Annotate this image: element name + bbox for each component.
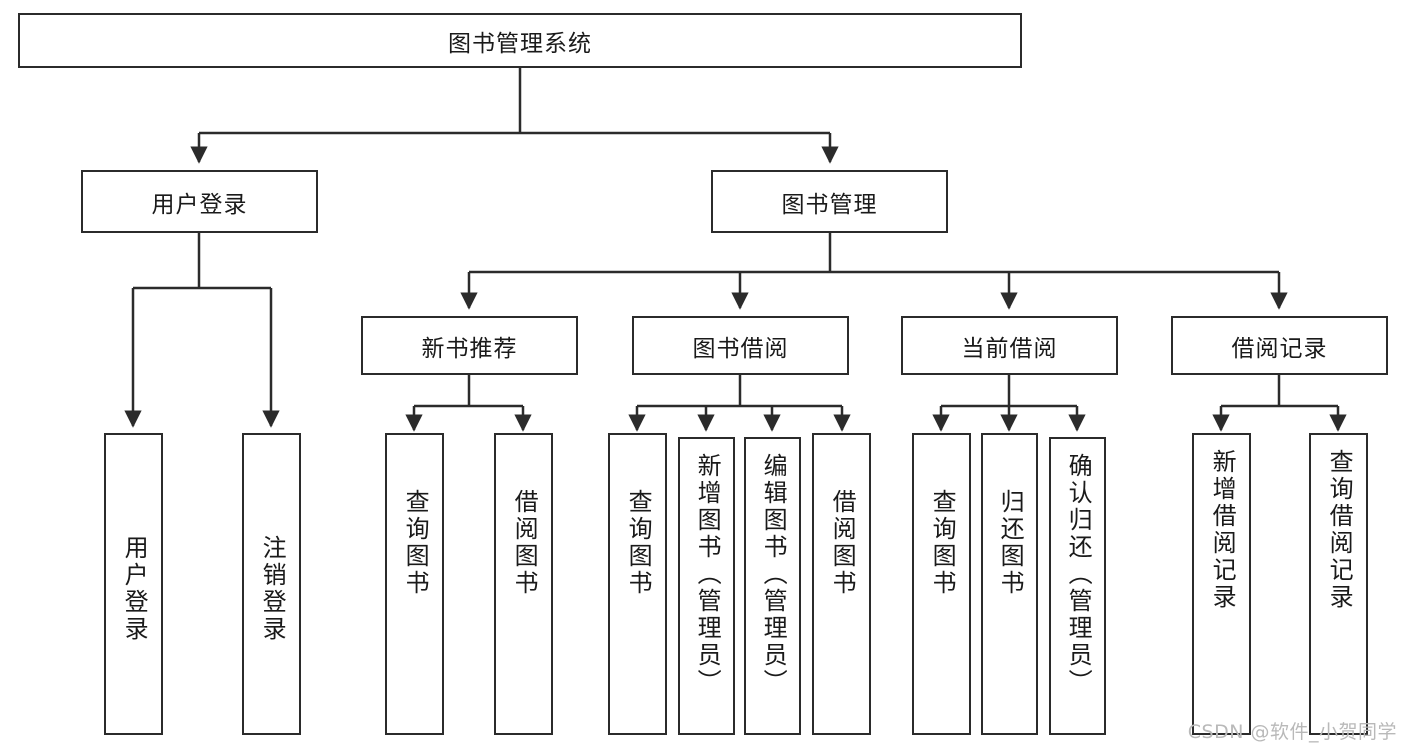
leaf-confirm-return-admin[interactable]: 确认归还（管理员） <box>1049 437 1106 735</box>
node-label: 借阅记录 <box>1231 335 1328 362</box>
node-book-manage[interactable]: 图书管理 <box>711 170 948 233</box>
node-label: 新书推荐 <box>421 335 518 362</box>
leaf-edit-book-admin[interactable]: 编辑图书（管理员） <box>744 437 801 735</box>
watermark-text: CSDN @软件_小贺同学 <box>1187 721 1397 743</box>
node-borrow-record[interactable]: 借阅记录 <box>1171 316 1388 375</box>
leaf-borrow-book-1[interactable]: 借阅图书 <box>494 433 553 735</box>
leaf-user-login[interactable]: 用户登录 <box>104 433 163 735</box>
node-label: 用户登录 <box>151 191 248 218</box>
node-new-book-recommend[interactable]: 新书推荐 <box>361 316 578 375</box>
node-user-login[interactable]: 用户登录 <box>81 170 318 233</box>
leaf-label: 查询图书 <box>624 489 653 597</box>
node-label: 当前借阅 <box>961 335 1058 362</box>
node-label: 图书管理 <box>781 191 878 218</box>
leaf-query-book-1[interactable]: 查询图书 <box>385 433 444 735</box>
node-label: 图书借阅 <box>692 335 789 362</box>
leaf-query-book-2[interactable]: 查询图书 <box>608 433 667 735</box>
leaf-label: 借阅图书 <box>828 489 857 597</box>
leaf-query-book-3[interactable]: 查询图书 <box>912 433 971 735</box>
leaf-label: 用户登录 <box>120 535 149 643</box>
leaf-label: 注销登录 <box>258 535 287 643</box>
node-book-borrow[interactable]: 图书借阅 <box>632 316 849 375</box>
leaf-label: 借阅图书 <box>510 489 539 597</box>
leaf-label: 新增借阅记录 <box>1208 449 1237 611</box>
leaf-label: 查询图书 <box>928 489 957 597</box>
leaf-add-borrow-record[interactable]: 新增借阅记录 <box>1192 433 1251 735</box>
leaf-borrow-book-2[interactable]: 借阅图书 <box>812 433 871 735</box>
node-current-borrow[interactable]: 当前借阅 <box>901 316 1118 375</box>
leaf-label: 归还图书 <box>996 489 1025 597</box>
leaf-label: 查询借阅记录 <box>1325 449 1354 611</box>
leaf-label: 查询图书 <box>401 489 430 597</box>
leaf-label: 新增图书（管理员） <box>693 453 722 696</box>
leaf-return-book[interactable]: 归还图书 <box>981 433 1038 735</box>
node-label: 图书管理系统 <box>448 30 592 57</box>
leaf-add-book-admin[interactable]: 新增图书（管理员） <box>678 437 735 735</box>
leaf-label: 编辑图书（管理员） <box>759 453 788 696</box>
node-root-system[interactable]: 图书管理系统 <box>18 13 1022 68</box>
leaf-label: 确认归还（管理员） <box>1064 453 1093 696</box>
leaf-logout-login[interactable]: 注销登录 <box>242 433 301 735</box>
leaf-query-borrow-record[interactable]: 查询借阅记录 <box>1309 433 1368 735</box>
